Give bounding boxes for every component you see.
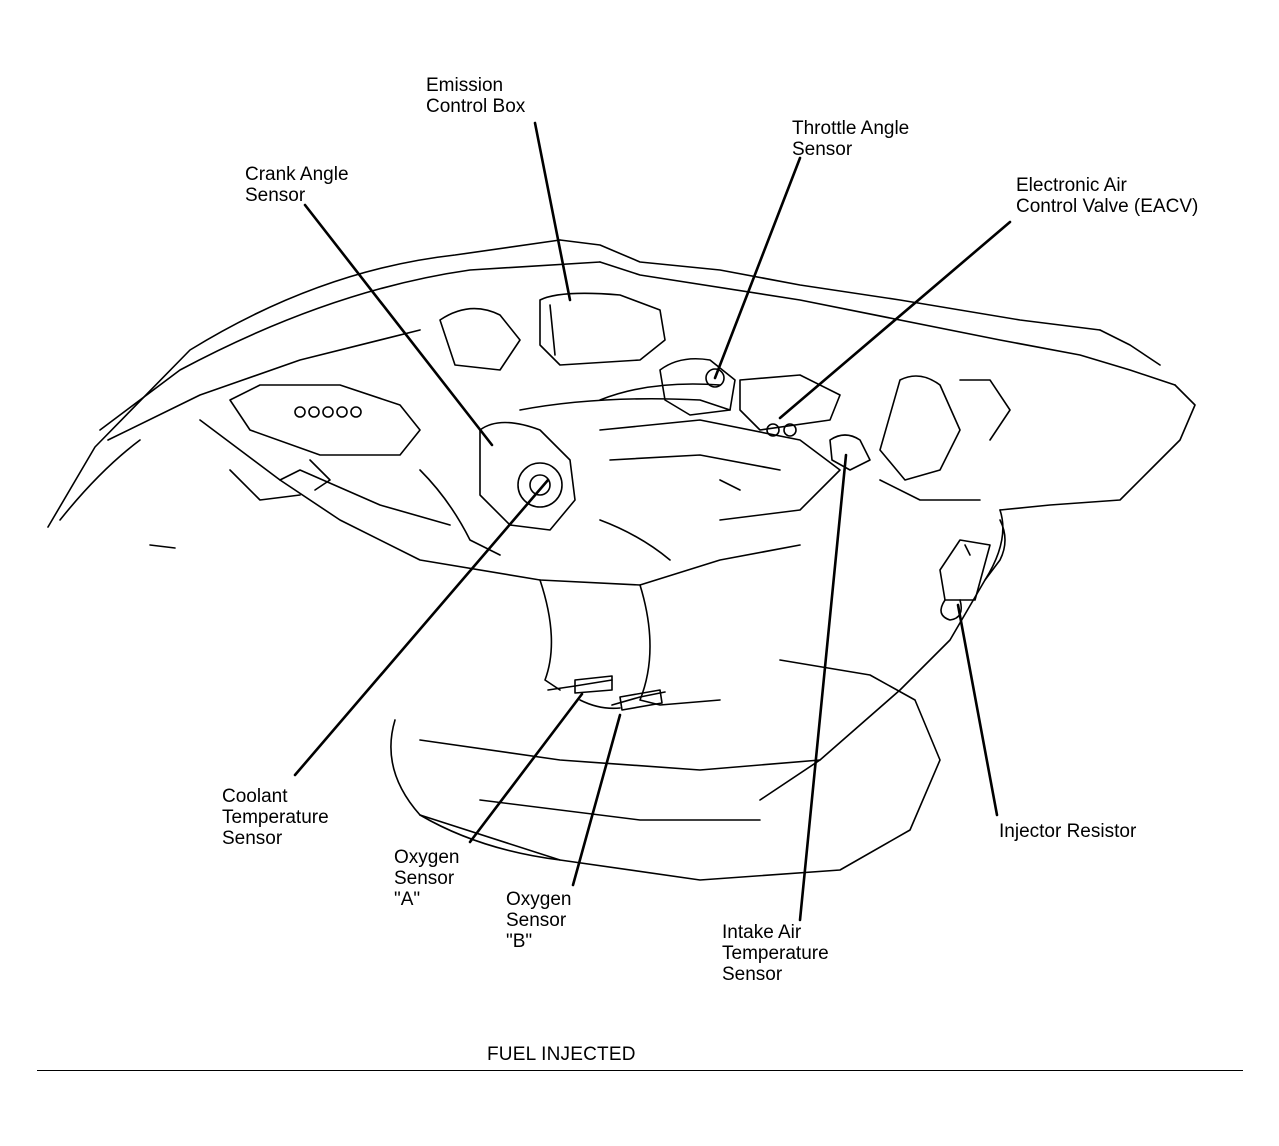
- leader-coolant-temperature-sensor: [293, 478, 550, 777]
- label-throttle-angle-sensor: Throttle Angle Sensor: [792, 118, 910, 160]
- engine-bay-drawing: [47, 239, 1196, 881]
- leader-eacv: [778, 220, 1012, 420]
- leader-intake-air-temperature-sensor: [798, 453, 848, 922]
- leader-throttle-angle-sensor: [713, 156, 802, 380]
- label-intake-air-temperature-sensor: Intake Air Temperature Sensor: [722, 922, 829, 985]
- label-oxygen-sensor-b: Oxygen Sensor "B": [506, 889, 572, 952]
- caption-rule: [37, 1070, 1243, 1071]
- label-coolant-temperature-sensor: Coolant Temperature Sensor: [222, 786, 329, 849]
- leader-crank-angle-sensor: [303, 203, 494, 447]
- label-emission-control-box: Emission Control Box: [426, 75, 526, 117]
- leader-lines: [293, 121, 1012, 922]
- label-eacv: Electronic Air Control Valve (EACV): [1016, 175, 1199, 217]
- figure-caption: FUEL INJECTED: [487, 1044, 636, 1065]
- leader-injector-resistor: [956, 603, 999, 817]
- leader-oxygen-sensor-a: [468, 692, 584, 844]
- label-oxygen-sensor-a: Oxygen Sensor "A": [394, 847, 460, 910]
- label-crank-angle-sensor: Crank Angle Sensor: [245, 164, 349, 206]
- leader-oxygen-sensor-b: [571, 713, 622, 887]
- leader-emission-control-box: [533, 121, 572, 302]
- label-injector-resistor: Injector Resistor: [999, 821, 1137, 842]
